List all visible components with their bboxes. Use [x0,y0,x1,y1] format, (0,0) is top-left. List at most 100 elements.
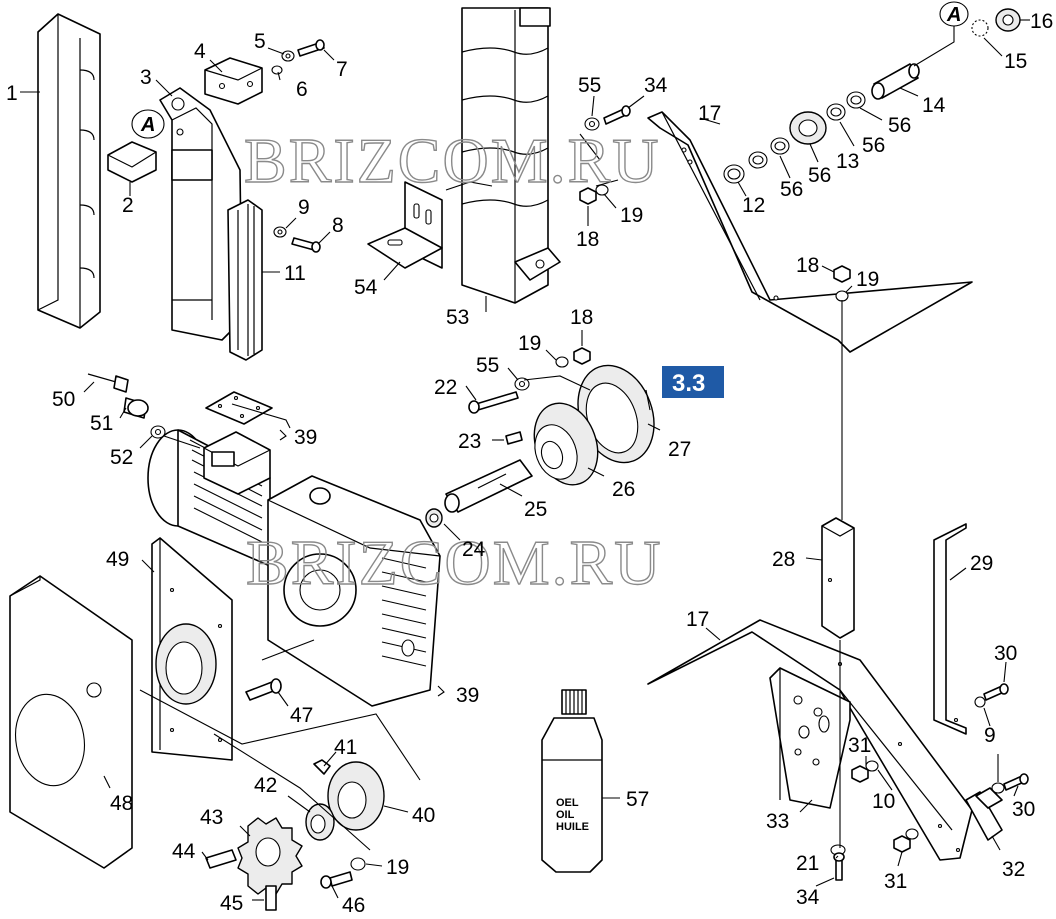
callout: 16 [1030,10,1053,33]
callout: 18 [570,306,593,329]
callout: 25 [524,498,547,521]
callout: 55 [476,354,499,377]
callout: 55 [578,74,601,97]
part-17-lower-frame [647,619,973,861]
callout: 28 [772,548,795,571]
callout: 56 [780,178,803,201]
callout: 56 [862,134,885,157]
motor-hardware-50-51-52 [87,373,166,439]
svg-text:HUILE: HUILE [556,821,589,833]
svg-text:A: A [140,114,155,136]
callout-leaders [20,19,1030,901]
part-29-strap [933,523,967,735]
callout: 56 [808,164,831,187]
part-57-oil-bottle: OEL OIL HUILE [541,689,603,873]
part-1-cover-profile [37,13,101,329]
part-8-9-hardware [273,226,321,253]
callout: 12 [742,194,765,217]
callout: 14 [922,94,946,117]
gearmotor [147,429,441,707]
part-54-angle [367,181,443,269]
callout: 9 [984,724,996,747]
part-49-flange-plate [151,537,233,761]
part-2-block [107,141,157,183]
callout: 6 [296,78,308,101]
part-39-cover-plate [205,391,273,425]
part-11-rail [227,199,263,361]
callout: 56 [888,114,911,137]
callout: 17 [686,608,709,631]
callout: 26 [612,478,635,501]
callout: 30 [1012,798,1035,821]
assembly-leader-lines [139,133,619,851]
part-17-upper-frame [647,111,973,353]
callout: 2 [122,194,134,217]
callout: 19 [386,856,409,879]
callout: 23 [458,430,481,453]
part-27-flange-ring [577,364,655,464]
callout: 19 [620,204,643,227]
callout: 3 [140,66,152,89]
callout: 24 [462,538,486,561]
callout: 40 [412,804,435,827]
callout: 47 [290,704,313,727]
callout: 54 [354,276,378,299]
callout: 4 [194,40,206,63]
callout: 13 [836,150,859,173]
callout: 41 [334,736,357,759]
callout: 42 [254,774,277,797]
svg-text:3.3: 3.3 [672,370,705,397]
callout: 32 [1002,858,1025,881]
hardware-18-19-right [833,265,851,520]
callout: 19 [856,268,879,291]
callout: 18 [796,254,819,277]
callout: 30 [994,642,1017,665]
part-47-bolt [245,678,282,701]
section-reference-badge: 3.3 [662,366,724,398]
shaft-assembly-12-16 [723,8,1021,184]
callout: 48 [110,792,133,815]
part-3-bracket [159,87,243,341]
part-48-guard [9,575,133,869]
callout: 8 [332,214,344,237]
callout: 1 [6,82,18,105]
callout: 52 [110,446,133,469]
callout: 53 [446,306,469,329]
callout: 19 [518,332,541,355]
part-53-column [461,7,561,304]
callout: 31 [848,734,871,757]
callout: 17 [698,102,721,125]
callout: 29 [970,552,993,575]
callout: 50 [52,388,75,411]
callout: 39 [456,684,479,707]
callout: 18 [576,228,599,251]
callout: 11 [284,262,306,285]
callout: 7 [336,58,348,81]
callout: 9 [298,196,310,219]
callout: 34 [796,886,820,909]
callout: 46 [342,894,365,917]
callout: 10 [872,790,895,813]
callout: 22 [434,376,457,399]
watermark-top: BRIZCOM.RU [244,125,661,196]
callout: 33 [766,810,789,833]
hub-hardware-22-55-19-18 [468,347,591,414]
svg-text:A: A [946,4,961,26]
callout: 57 [626,788,649,811]
sprocket-assembly-40-46 [205,759,385,911]
shaft-parts-23-24-25 [425,431,533,528]
callout: 15 [1004,50,1027,73]
callout: 43 [200,806,223,829]
part-5-6-7-hardware [271,39,325,75]
part-28-bracket [821,517,855,639]
svg-text:OEL: OEL [556,797,579,809]
callout-numbers: 1 2 3 4 5 6 7 8 9 11 12 13 14 15 16 17 1… [6,10,1053,917]
part-26-hub [533,402,599,486]
callout: 27 [668,438,691,461]
watermark-middle: BRIZCOM.RU [246,527,663,598]
part-33-plate [769,667,851,809]
svg-text:OIL: OIL [556,809,575,821]
callout: 44 [172,840,196,863]
